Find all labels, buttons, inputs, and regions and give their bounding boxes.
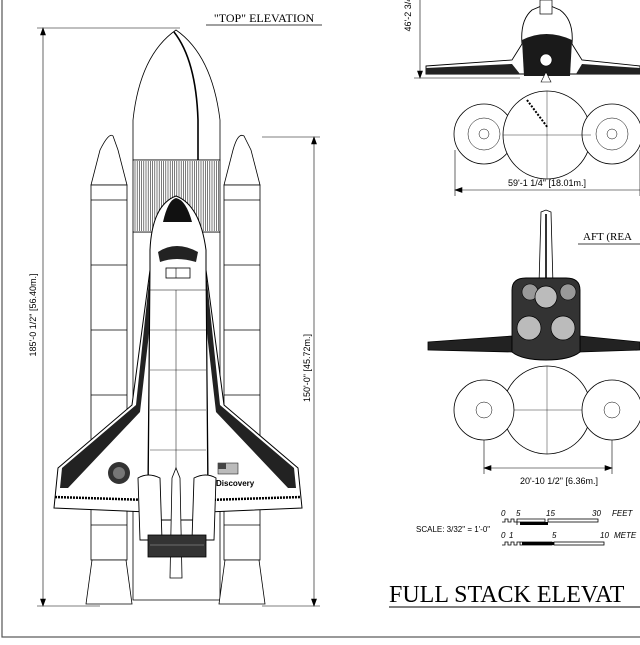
left-booster: [85, 134, 133, 605]
scale-label: SCALE: 3/32" = 1'-0": [416, 525, 490, 534]
aft-view-tanks: [453, 365, 640, 455]
aft-width-label: 20'-10 1/2" [6.36m.]: [520, 476, 598, 486]
feet-tick-15: 15: [546, 509, 555, 518]
top-height-label: 46'-2 3/4" [: [403, 0, 413, 31]
aft-view: [427, 209, 640, 361]
orbiter-name-label: Discovery: [216, 479, 255, 488]
aft-width-dimension: [483, 440, 613, 474]
overall-height-dimension: [37, 27, 180, 607]
top-width-label: 59'-1 1/4" [18.01m.]: [508, 178, 586, 188]
feet-tick-5: 5: [516, 509, 521, 518]
tank-height-dimension: [262, 136, 320, 607]
front-view: [425, 0, 640, 83]
overall-height-label: 185'-0 1/2" [56.40m.]: [28, 274, 38, 357]
meter-scale-bar: 0 1 5 10 METE: [501, 531, 637, 546]
tank-height-label: 150'-0" [45.72m.]: [302, 334, 312, 402]
orbiter-top-view: [53, 195, 303, 579]
top-height-dimension: [414, 0, 520, 79]
meter-tick-1: 1: [509, 531, 513, 540]
right-booster: [218, 134, 266, 605]
feet-unit: FEET: [612, 509, 634, 518]
sheet-title: FULL STACK ELEVAT: [389, 582, 625, 608]
feet-tick-0: 0: [501, 509, 506, 518]
top-elevation-title: "TOP" ELEVATION: [214, 11, 315, 25]
meter-tick-10: 10: [600, 531, 609, 540]
meter-tick-5: 5: [552, 531, 557, 540]
top-width-dimension: [454, 150, 640, 196]
meter-tick-0: 0: [501, 531, 506, 540]
aft-view-title: AFT (REA: [583, 231, 632, 243]
meter-unit: METE: [614, 531, 637, 540]
feet-tick-30: 30: [592, 509, 601, 518]
feet-scale-bar: 0 5 15 30 FEET: [501, 509, 634, 525]
front-view-tanks: [453, 90, 640, 180]
